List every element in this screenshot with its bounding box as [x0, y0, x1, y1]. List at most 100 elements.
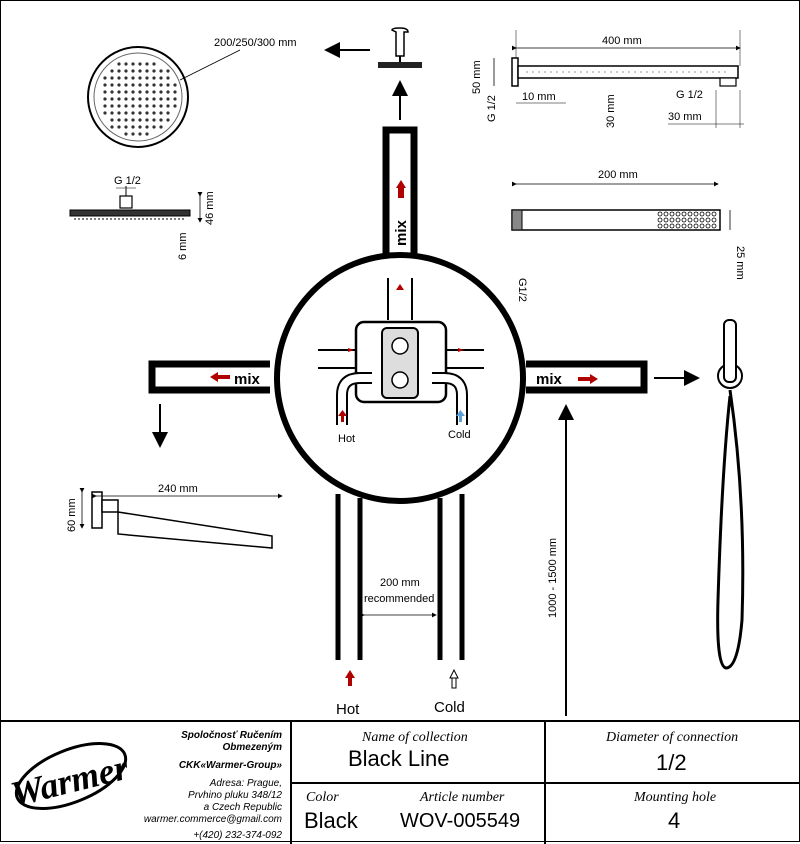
hand-nozzle-dot [699, 217, 705, 223]
valve-cold-label: Cold [448, 429, 471, 441]
nozzle-dot [173, 83, 177, 87]
nozzle-dot [110, 83, 114, 87]
nozzle-dot [166, 111, 170, 115]
arm-30-right-label: 30 mm [668, 111, 702, 123]
nozzle-dot [166, 83, 170, 87]
nozzle-dot [152, 118, 156, 122]
nozzle-dot [138, 69, 142, 73]
nozzle-dot [103, 90, 107, 94]
nozzle-dot [159, 90, 163, 94]
nozzle-dot [152, 97, 156, 101]
hand-nozzle-dot [705, 211, 711, 217]
nozzle-dot [166, 76, 170, 80]
diameter-label: Diameter of connection [606, 730, 739, 745]
company-name: Spoločnosť Ručením Obmezeným [181, 730, 282, 753]
nozzle-dot [138, 76, 142, 80]
collection-cell: Name of collection Black Line Color Blac… [290, 722, 546, 844]
nozzle-dot [166, 90, 170, 94]
nozzle-dot [110, 90, 114, 94]
nozzle-dot [159, 76, 163, 80]
nozzle-dot [110, 118, 114, 122]
nozzle-dot [138, 118, 142, 122]
arm-10-label: 10 mm [522, 91, 556, 103]
left-outlet-pipe: mix [148, 360, 270, 394]
nozzle-dot [145, 118, 149, 122]
arm-thread-right-label: G 1/2 [676, 89, 703, 101]
collection-value: Black Line [348, 746, 450, 771]
hand-nozzle-dot [669, 223, 675, 229]
mix-top-label: mix [393, 219, 410, 246]
head-46-label: 46 mm [204, 191, 216, 225]
nozzle-dot [152, 83, 156, 87]
hand-nozzle-dot [693, 223, 699, 229]
hand-nozzle-dot [681, 211, 687, 217]
nozzle-dot [124, 90, 128, 94]
nozzle-dot [117, 125, 121, 129]
nozzle-dot [145, 125, 149, 129]
nozzle-dot [124, 83, 128, 87]
nozzle-dot [145, 83, 149, 87]
hand-nozzle-dot [663, 223, 669, 229]
hand-nozzle-dot [687, 217, 693, 223]
arm-30-center-label: 30 mm [605, 94, 617, 128]
nozzle-dot [152, 69, 156, 73]
nozzle-dot [117, 83, 121, 87]
nozzle-dot [103, 111, 107, 115]
nozzle-dot [103, 83, 107, 87]
mounting-label: Mounting hole [634, 790, 717, 805]
nozzle-dot [145, 104, 149, 108]
arm-thread-left-label: G 1/2 [486, 95, 498, 122]
nozzle-dot [138, 62, 142, 66]
spout-drawing: 240 mm 60 mm [66, 483, 283, 549]
hand-nozzle-dot [711, 211, 717, 217]
hand-nozzle-dot [675, 223, 681, 229]
nozzle-dot [110, 104, 114, 108]
hand-nozzle-dot [711, 223, 717, 229]
nozzle-dot [117, 104, 121, 108]
hand-nozzle-dot [687, 223, 693, 229]
company-address-3: a Czech Republic [203, 802, 282, 813]
company-email: warmer.commerce@gmail.com [143, 814, 282, 825]
nozzle-dot [166, 118, 170, 122]
company-address-1: Adresa: Prague, [209, 778, 282, 789]
hand-nozzle-dot [705, 223, 711, 229]
nozzle-dot [145, 97, 149, 101]
arm-height-label: 50 mm [471, 60, 483, 94]
hand-nozzle-dot [681, 223, 687, 229]
head-6-label: 6 mm [177, 233, 189, 261]
nozzle-dot [131, 125, 135, 129]
hand-nozzle-dot [687, 211, 693, 217]
hand-nozzle-dot [675, 211, 681, 217]
nozzle-dot [110, 125, 114, 129]
shower-head-side-view: G 1/2 46 mm 6 mm [69, 175, 216, 261]
nozzle-dot [117, 76, 121, 80]
article-label: Article number [420, 790, 505, 805]
nozzle-dot [124, 62, 128, 66]
nozzle-dot [152, 104, 156, 108]
nozzle-dot [152, 111, 156, 115]
hand-thread-label: G1/2 [516, 278, 528, 302]
hand-shower-holder [716, 319, 748, 670]
company-address-2: Prvhino pluku 348/12 [188, 790, 282, 801]
nozzle-dot [117, 62, 121, 66]
hand-nozzle-pattern [657, 211, 717, 229]
nozzle-dot [145, 62, 149, 66]
nozzle-dot [110, 69, 114, 73]
nozzle-dot [138, 125, 142, 129]
nozzle-dot [124, 125, 128, 129]
nozzle-dot [152, 90, 156, 94]
nozzle-dot [110, 97, 114, 101]
nozzle-dot [131, 83, 135, 87]
pipe-spacing-note: recommended [364, 593, 434, 605]
nozzle-dot [145, 132, 149, 136]
hand-nozzle-dot [699, 223, 705, 229]
head-diameter-label: 200/250/300 mm [214, 37, 297, 49]
company-group: CKK«Warmer-Group» [178, 760, 282, 771]
nozzle-dot [124, 111, 128, 115]
nozzle-dot [166, 97, 170, 101]
nozzle-dot [131, 97, 135, 101]
hand-nozzle-dot [669, 211, 675, 217]
hand-nozzle-dot [669, 217, 675, 223]
nozzle-dot [117, 90, 121, 94]
nozzle-dot [173, 97, 177, 101]
